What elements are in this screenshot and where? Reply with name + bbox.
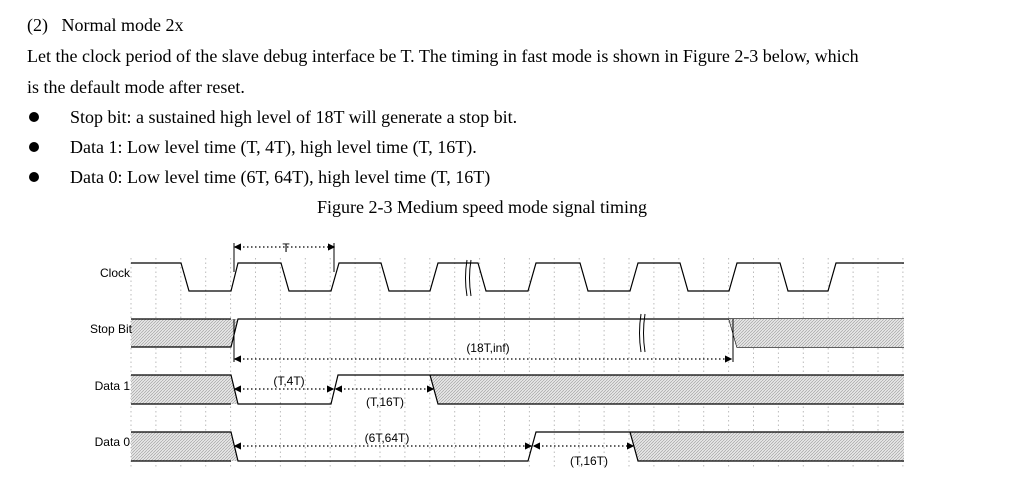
- bullet-icon: [29, 112, 39, 122]
- signal-label-data1: Data 1: [95, 379, 131, 393]
- grid-lines: [130, 258, 904, 468]
- annotation-data1-low: (T,4T): [273, 374, 304, 388]
- signal-label-data0: Data 0: [95, 435, 131, 449]
- break-mark-icon: [469, 259, 472, 297]
- clock-waveform: [131, 262, 904, 292]
- bullet-item: Data 1: Low level time (T, 4T), high lev…: [70, 137, 477, 157]
- hatched-region: [131, 375, 238, 404]
- section-heading: (2) Normal mode 2x: [27, 15, 184, 35]
- paragraph-line: is the default mode after reset.: [27, 77, 245, 97]
- bullet-item: Stop bit: a sustained high level of 18T …: [70, 107, 518, 127]
- break-mark-icon: [643, 313, 646, 353]
- signal-label-stop-bit: Stop Bit: [90, 322, 133, 336]
- signal-label-clock: Clock: [100, 266, 131, 280]
- annotation-stop-high: (18T,inf): [466, 341, 509, 355]
- hatched-region: [430, 375, 904, 404]
- paragraph-line: Let the clock period of the slave debug …: [27, 46, 859, 66]
- hatched-region: [131, 432, 238, 461]
- hatched-region: [131, 319, 238, 347]
- hatched-region: [630, 432, 904, 461]
- bullet-icon: [29, 142, 39, 152]
- hatched-region: [729, 319, 904, 347]
- break-mark-icon: [465, 259, 468, 297]
- data1-waveform: [131, 374, 904, 405]
- break-mark-icon: [639, 313, 642, 353]
- annotation-data1-high: (T,16T): [366, 395, 404, 409]
- annotation-data0-high: (T,16T): [570, 454, 608, 468]
- bullet-icon: [29, 172, 39, 182]
- annotation-data0-low: (6T,64T): [365, 431, 410, 445]
- figure-caption: Figure 2-3 Medium speed mode signal timi…: [317, 197, 647, 217]
- data0-waveform: [131, 431, 904, 462]
- bullet-item: Data 0: Low level time (6T, 64T), high l…: [70, 167, 491, 187]
- annotation-clock-period: T: [282, 241, 290, 255]
